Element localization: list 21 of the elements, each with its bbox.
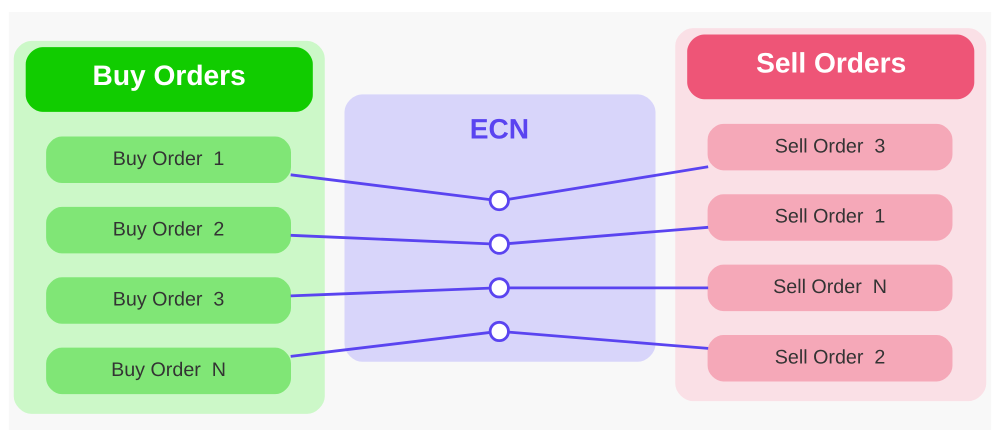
connector bbox=[290, 286, 490, 297]
node-box: Sell Order N bbox=[708, 264, 952, 311]
node-box: Sell Order 2 bbox=[708, 334, 952, 381]
node-box: Sell Order 3 bbox=[708, 123, 952, 170]
connector bbox=[290, 330, 490, 358]
node-circle bbox=[488, 233, 510, 254]
node-box: Buy Order N bbox=[46, 347, 291, 394]
connector bbox=[508, 225, 708, 244]
node-box: Sell Order 1 bbox=[708, 194, 952, 240]
node-box: Buy Order 3 bbox=[46, 276, 291, 324]
connector bbox=[508, 286, 708, 289]
node-circle bbox=[488, 190, 510, 211]
connector bbox=[290, 172, 490, 201]
connector bbox=[508, 330, 708, 350]
connector bbox=[508, 164, 708, 200]
node-box: Buy Order 1 bbox=[46, 136, 291, 182]
node-circle bbox=[488, 320, 510, 342]
node-box: Buy Order 2 bbox=[46, 206, 291, 253]
cluster: ECN bbox=[344, 94, 656, 362]
node-circle bbox=[488, 276, 510, 298]
connector bbox=[290, 233, 490, 245]
